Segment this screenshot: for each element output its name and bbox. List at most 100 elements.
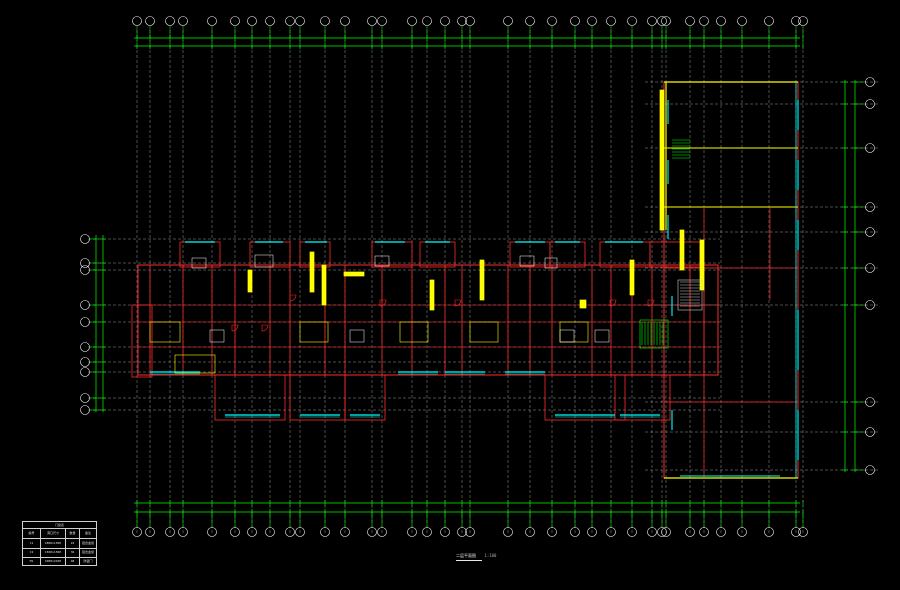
axis-bubble (457, 16, 467, 26)
axis-bubble (207, 527, 217, 537)
fixture (149, 321, 181, 343)
schedule-header-row: 编号 洞口尺寸 数量 备注 (23, 529, 96, 539)
axis-bubble (422, 527, 432, 537)
axis-bubble (440, 527, 450, 537)
axis-bubble (865, 99, 875, 109)
axis-bubble (699, 16, 709, 26)
axis-bubble (295, 16, 305, 26)
axis-bubble (80, 405, 90, 415)
door-swing (289, 294, 297, 302)
door-swing (379, 299, 387, 307)
axis-bubble (465, 527, 475, 537)
axis-bubble (295, 527, 305, 537)
rooms-detail (149, 89, 799, 477)
axis-bubbles (80, 16, 875, 537)
axis-bubble (865, 77, 875, 87)
axis-bubble (865, 143, 875, 153)
axis-bubble (407, 527, 417, 537)
axis-bubble (320, 16, 330, 26)
axis-bubble (657, 527, 667, 537)
stair-outline (639, 319, 669, 349)
axis-bubble (570, 527, 580, 537)
schedule-cell: M1 (23, 557, 41, 566)
stair-outline (677, 279, 703, 311)
axis-bubble (178, 527, 188, 537)
axis-bubble (627, 527, 637, 537)
axis-bubble (207, 16, 217, 26)
axis-bubble (80, 234, 90, 244)
column (479, 259, 485, 301)
schedule-row: C2 1500x1500 36 铝合金窗 (23, 548, 96, 558)
fixture (299, 321, 329, 343)
axis-bubble (230, 527, 240, 537)
column (343, 271, 365, 277)
door-window-schedule: 门窗表 编号 洞口尺寸 数量 备注 C1 1800x1500 24 铝合金窗 C… (22, 521, 97, 566)
schedule-cell: C2 (23, 548, 41, 557)
axis-bubble (764, 16, 774, 26)
axis-bubble (265, 16, 275, 26)
schedule-header-cell: 编号 (23, 529, 41, 538)
axis-bubble (80, 265, 90, 275)
axis-bubble (230, 16, 240, 26)
drawing-title: 二层平面图 (456, 553, 476, 558)
axis-bubble (791, 16, 801, 26)
axis-bubble (503, 16, 513, 26)
axis-bubble (422, 16, 432, 26)
schedule-cell: 铝合金窗 (81, 541, 94, 545)
axis-bubble (367, 527, 377, 537)
axis-bubble (340, 16, 350, 26)
axis-bubble (80, 300, 90, 310)
column (679, 229, 685, 271)
bay-room (289, 374, 346, 421)
axis-bubble (685, 527, 695, 537)
drawing-scale: 1:100 (484, 553, 497, 558)
axis-bubble (737, 527, 747, 537)
axis-bubble (465, 16, 475, 26)
axis-bubble (247, 527, 257, 537)
bathroom-fixture (544, 257, 558, 269)
column (629, 259, 635, 296)
door-swing (647, 299, 655, 307)
axis-bubble (661, 16, 671, 26)
axis-bubble (570, 16, 580, 26)
axis-bubble (145, 527, 155, 537)
fixture (399, 321, 429, 343)
axis-bubble (606, 527, 616, 537)
axis-bubble (737, 16, 747, 26)
schedule-header-cell: 洞口尺寸 (41, 529, 66, 538)
schedule-row: M1 1000x2100 48 防盗门 (23, 557, 96, 566)
fixture (174, 354, 216, 374)
column (321, 264, 327, 306)
axis-bubble (80, 258, 90, 268)
axis-bubble (340, 527, 350, 537)
axis-bubble (440, 16, 450, 26)
axis-bubble (647, 16, 657, 26)
axis-bubble (165, 527, 175, 537)
axis-bubble (865, 227, 875, 237)
bay-room (614, 374, 671, 421)
bathroom-fixture (209, 329, 225, 343)
door-swing (231, 324, 239, 332)
axis-bubble (587, 527, 597, 537)
axis-bubble (525, 16, 535, 26)
schedule-cell: 36 (66, 548, 80, 557)
schedule-cell: 铝合金窗 (81, 550, 94, 554)
axis-bubble (178, 16, 188, 26)
column (247, 269, 253, 293)
column (659, 89, 665, 231)
bay-room (344, 374, 386, 421)
bathroom-fixture (559, 329, 575, 343)
fixture (469, 321, 499, 343)
axis-bubble (407, 16, 417, 26)
bay-room (214, 374, 286, 421)
axis-bubble (132, 16, 142, 26)
axis-bubble (320, 527, 330, 537)
bay-room (544, 374, 626, 421)
bathroom-fixture (191, 257, 207, 269)
bay-room (131, 304, 153, 378)
schedule-cell: 1000x2100 (41, 557, 66, 566)
bathroom-fixture (254, 254, 274, 268)
axis-bubble (547, 527, 557, 537)
axis-bubble (865, 202, 875, 212)
door-swing (454, 299, 462, 307)
